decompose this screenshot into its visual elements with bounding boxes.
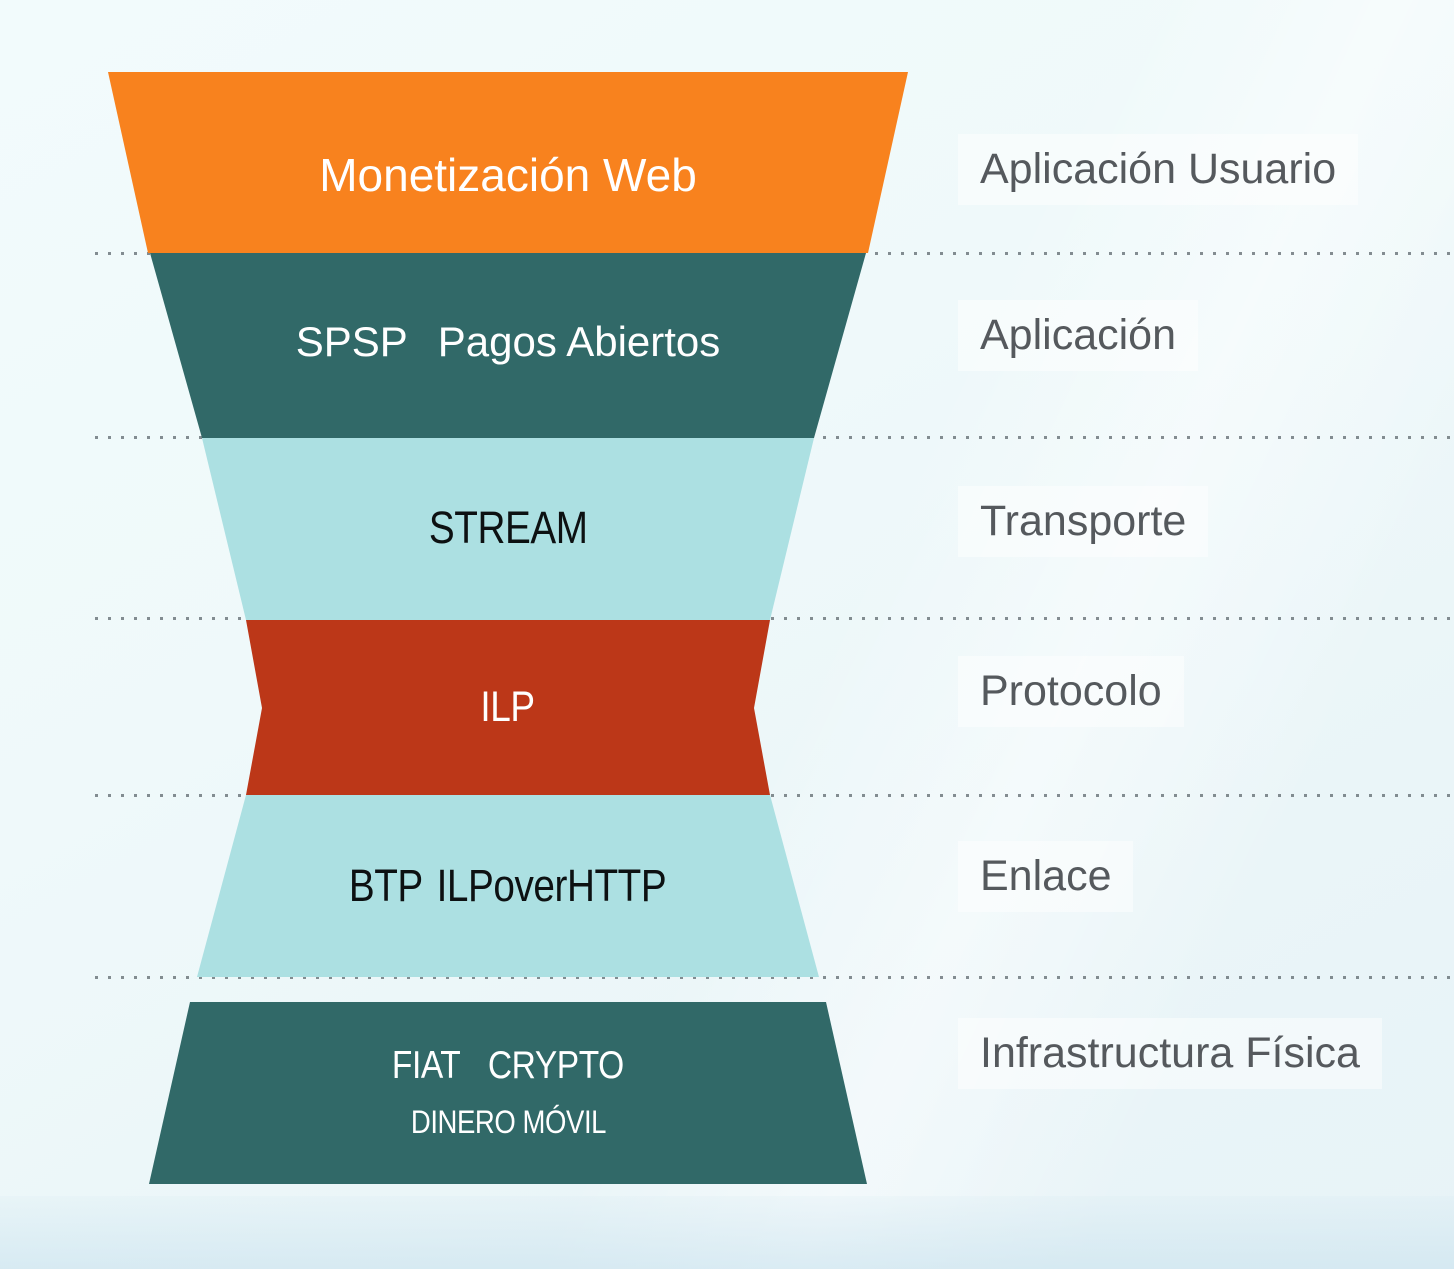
right-label-enlace: Enlace — [958, 841, 1134, 913]
layer-label-text: STREAM — [428, 502, 588, 553]
layer-label-btp-ilp-over-http: BTP ILPoverHTTP — [58, 860, 958, 912]
layer-shape-stream — [202, 438, 814, 620]
layer-label-text: ILP — [480, 683, 536, 731]
layer-label-settlement-line1: FIAT CRYPTO — [58, 1044, 958, 1088]
layer-label-text: Pagos Abiertos — [437, 318, 721, 365]
right-label-protocolo: Protocolo — [958, 656, 1184, 728]
divider-line-5 — [95, 976, 1454, 979]
layer-label-text: BTP — [349, 860, 424, 911]
layer-label-text: ILPoverHTTP — [437, 860, 667, 911]
layer-shape-web-monetization — [108, 72, 908, 253]
layer-label-settlement-line2: DINERO MÓVIL — [58, 1104, 958, 1141]
layer-label-text: SPSP — [295, 318, 408, 365]
right-label-aplicacion: Aplicación — [958, 300, 1198, 372]
layer-shape-ilp — [246, 620, 770, 795]
layer-label-text: FIAT — [392, 1044, 461, 1087]
layer-label-text: Monetización Web — [319, 149, 697, 201]
layer-label-text: DINERO MÓVIL — [410, 1104, 606, 1140]
layer-shape-settlement-money — [149, 1002, 867, 1184]
layer-shape-spsp-open-payments — [150, 253, 866, 438]
layer-shape-btp-ilp-over-http — [197, 795, 819, 977]
layer-label-web-monetization: Monetización Web — [58, 148, 958, 202]
layer-label-stream: STREAM — [58, 502, 958, 554]
right-label-aplicacion-usuario: Aplicación Usuario — [958, 134, 1359, 206]
right-label-infrastructura-fisica: Infrastructura Física — [958, 1018, 1382, 1090]
layer-label-text: CRYPTO — [488, 1044, 624, 1087]
background-bottom-band — [0, 1196, 1454, 1269]
divider-line-4 — [95, 794, 1454, 797]
layer-label-ilp: ILP — [58, 683, 958, 732]
layer-label-spsp-open-payments: SPSP Pagos Abiertos — [58, 318, 958, 366]
right-label-transporte: Transporte — [958, 486, 1209, 558]
divider-line-3 — [95, 617, 1454, 620]
